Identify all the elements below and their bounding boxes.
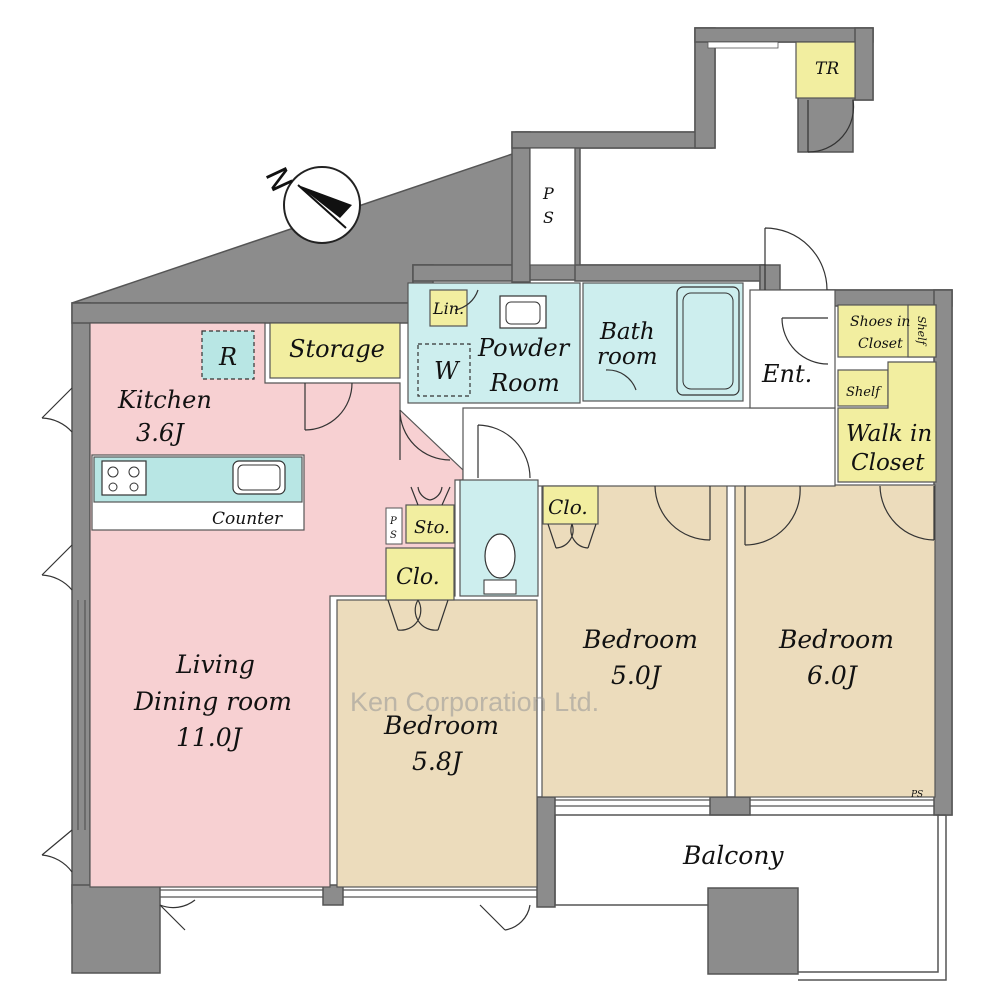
windows	[77, 600, 934, 898]
ps-small-label-2: S	[390, 530, 397, 541]
bedroom-3-size-label: 6.0J	[807, 661, 859, 690]
walk-in-closet-area	[837, 361, 937, 483]
north-wall-right	[574, 264, 766, 282]
watermark-text: Ken Corporation Ltd.	[350, 687, 599, 717]
bedroom-divider-south	[709, 796, 751, 816]
ps-small-area	[385, 507, 403, 545]
ps-top-label-1: P	[542, 184, 554, 203]
bedroom-1-label: Bedroom	[383, 711, 499, 740]
kitchen-size-label: 3.6J	[136, 419, 185, 447]
north-compass-icon: N	[258, 162, 361, 244]
bedroom-2-label: Bedroom	[582, 625, 698, 654]
trunk-room-label: TR	[815, 59, 839, 79]
east-wall	[933, 289, 953, 816]
sto-label: Sto.	[414, 517, 450, 538]
washer-label: W	[434, 357, 461, 385]
living-size-label: 11.0J	[176, 723, 244, 752]
south-post	[322, 884, 344, 906]
closet-hall-area	[385, 547, 455, 601]
north-wall-left	[71, 302, 418, 324]
kitchen-counter	[91, 454, 305, 531]
washer-space	[417, 343, 471, 397]
hallway-area	[462, 407, 836, 487]
ps-corner-label: PS	[910, 790, 923, 800]
ps-shaft-wall-left	[511, 131, 531, 283]
rooms	[89, 41, 937, 888]
north-wall-mid	[412, 264, 529, 282]
walkin-label-1: Walk in	[846, 421, 932, 447]
doors	[41, 99, 935, 931]
ps-top-label-2: S	[543, 208, 554, 227]
bath-label: Bath	[599, 319, 655, 345]
balcony	[554, 814, 947, 981]
shelf-b-label: Shelf	[846, 385, 882, 400]
toilet-icon	[483, 533, 517, 595]
counter-label: Counter	[212, 509, 283, 529]
kitchen-label: Kitchen	[117, 386, 212, 414]
sink-icon	[232, 460, 286, 495]
shelf-a-area	[907, 304, 937, 358]
shelf-a-label: Shelf	[915, 316, 928, 347]
balcony-wall-left	[536, 796, 556, 908]
refrigerator-space	[201, 330, 255, 380]
vent-slot	[707, 41, 779, 49]
bedroom-3-area	[734, 484, 936, 798]
bedroom-2-size-label: 5.0J	[611, 661, 663, 690]
ps-shaft-top	[529, 147, 576, 266]
tr-wall-right	[854, 27, 874, 101]
entrance-area	[749, 289, 836, 409]
washbasin-icon	[499, 295, 547, 329]
entry-wall-stub	[759, 264, 781, 294]
bedroom-1-area	[336, 599, 538, 888]
shoes-closet-label-1: Shoes in	[850, 314, 910, 330]
trunk-room-area	[795, 41, 856, 99]
bedroom-3-label: Bedroom	[778, 625, 894, 654]
exterior-walls	[71, 27, 953, 975]
shelf-b-area	[837, 369, 889, 407]
west-wall	[71, 302, 91, 904]
bedroom-1-size-label: 5.8J	[412, 747, 464, 776]
tr-wall-top	[694, 27, 874, 43]
closet-hall-label: Clo.	[396, 565, 440, 590]
stove-icon	[101, 460, 147, 496]
closet-bedroom-2-area	[542, 485, 599, 525]
dining-label: Dining room	[133, 687, 292, 716]
refrigerator-label: R	[218, 343, 237, 371]
storage-label: Storage	[289, 335, 385, 363]
entrance-label: Ent.	[761, 360, 812, 388]
storage-area	[269, 322, 401, 379]
powder-room-label: Room	[489, 369, 560, 397]
ps-shaft-wall-top	[511, 131, 713, 149]
shoes-closet-label-2: Closet	[858, 336, 903, 352]
powder-label: Powder	[477, 334, 571, 362]
sw-column	[71, 884, 161, 974]
living-label: Living	[175, 650, 255, 679]
se-column	[707, 887, 799, 975]
walkin-label-2: Closet	[851, 450, 925, 476]
balcony-label: Balcony	[682, 841, 784, 870]
sto-closet-area	[405, 504, 455, 544]
bathtub-icon	[676, 286, 740, 396]
linen-label: Lin.	[432, 299, 464, 318]
closet-bedroom-2-label: Clo.	[548, 495, 588, 519]
room-labels: Kitchen 3.6J R Storage Counter Living Di…	[117, 59, 932, 870]
ps-small-label-1: P	[389, 516, 397, 527]
bath-room-label: room	[597, 344, 658, 370]
